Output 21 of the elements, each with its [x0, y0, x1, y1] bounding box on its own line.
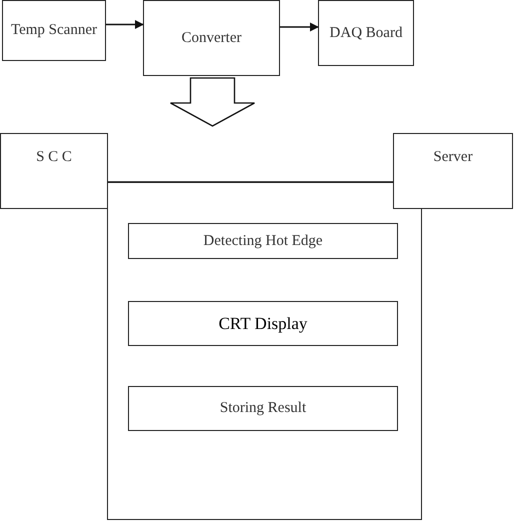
process-box: [128, 223, 398, 259]
system-box: [0, 133, 108, 209]
connector-line: [108, 181, 393, 183]
node-label: Server: [433, 148, 473, 167]
process-box: [2, 0, 106, 61]
arrow: [280, 22, 319, 32]
process-box: [128, 386, 398, 431]
node-label: Converter: [182, 28, 242, 48]
process-box: [128, 301, 398, 346]
node-label: DAQ Board: [330, 24, 402, 42]
process-box: [143, 0, 280, 76]
system-box: [393, 133, 513, 209]
node-label: Temp Scanner: [10, 21, 97, 40]
node-label: CRT Display: [218, 312, 308, 334]
process-box: [318, 0, 414, 66]
block-arrow: [170, 77, 256, 127]
container-box: [107, 182, 422, 520]
node-label: S C C: [36, 148, 72, 167]
arrow: [106, 20, 144, 29]
node-label: Detecting Hot Edge: [203, 232, 323, 250]
node-label: Storing Result: [220, 399, 306, 418]
